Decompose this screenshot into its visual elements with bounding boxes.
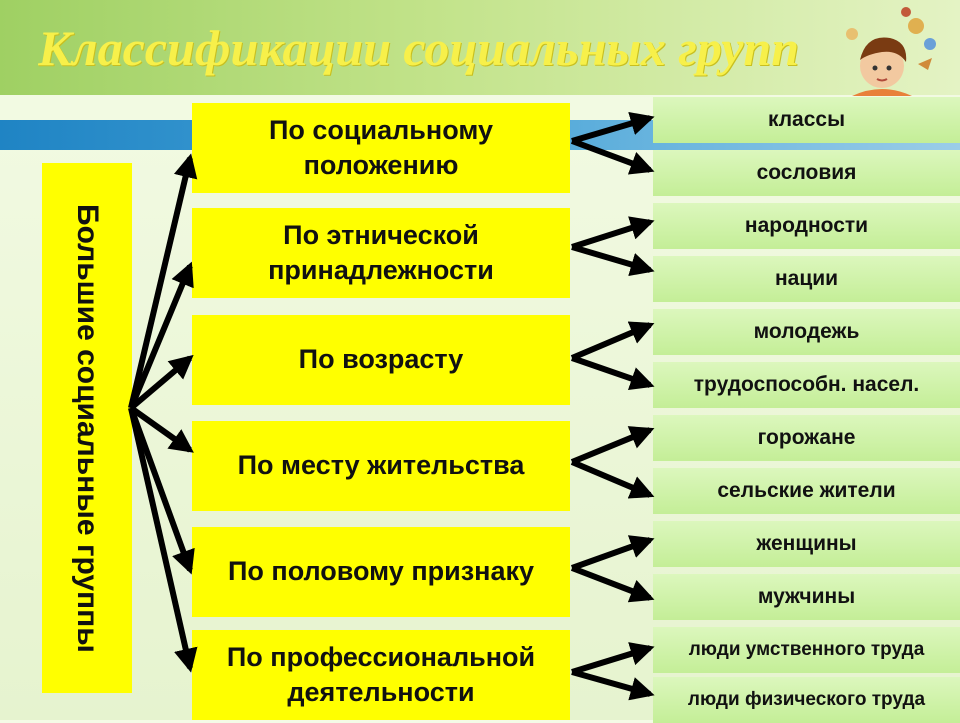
subgroup-nationalities: народности	[653, 203, 960, 249]
criterion-ethnicity: По этнической принадлежности	[192, 208, 570, 298]
subgroup-classes: классы	[653, 97, 960, 143]
criterion-age: По возрасту	[192, 315, 570, 405]
page-title: Классификации социальных групп	[38, 20, 800, 76]
subgroup-city-dwellers: горожане	[653, 415, 960, 461]
left-label-text: Большие социальные группы	[71, 203, 104, 653]
criterion-residence: По месту жительства	[192, 421, 570, 511]
subgroup-men: мужчины	[653, 574, 960, 620]
arrow-to-criterion-6	[128, 407, 198, 673]
arrow-to-criterion-1	[128, 153, 198, 409]
subgroup-nations: нации	[653, 256, 960, 302]
arrow-to-criterion-2	[128, 261, 194, 410]
arrow-to-criterion-4	[129, 405, 194, 453]
subgroup-estates: сословия	[653, 150, 960, 196]
criterion-profession: По профессиональной деятельности	[192, 630, 570, 720]
criterion-social-position: По социальному положению	[192, 103, 570, 193]
arrow-to-criterion-3	[129, 354, 194, 411]
subgroup-working-age: трудоспособн. насел.	[653, 362, 960, 408]
large-social-groups-label: Большие социальные группы	[42, 163, 132, 693]
subgroup-physical-workers: люди физического труда	[653, 677, 960, 723]
subgroup-women: женщины	[653, 521, 960, 567]
thinking-child-picture	[846, 7, 936, 96]
criterion-gender: По половому признаку	[192, 527, 570, 617]
subgroup-youth: молодежь	[653, 309, 960, 355]
header-background	[0, 0, 960, 95]
subgroup-mental-workers: люди умственного труда	[653, 627, 960, 673]
arrow-to-criterion-5	[128, 406, 195, 575]
subgroup-rural-residents: сельские жители	[653, 468, 960, 514]
